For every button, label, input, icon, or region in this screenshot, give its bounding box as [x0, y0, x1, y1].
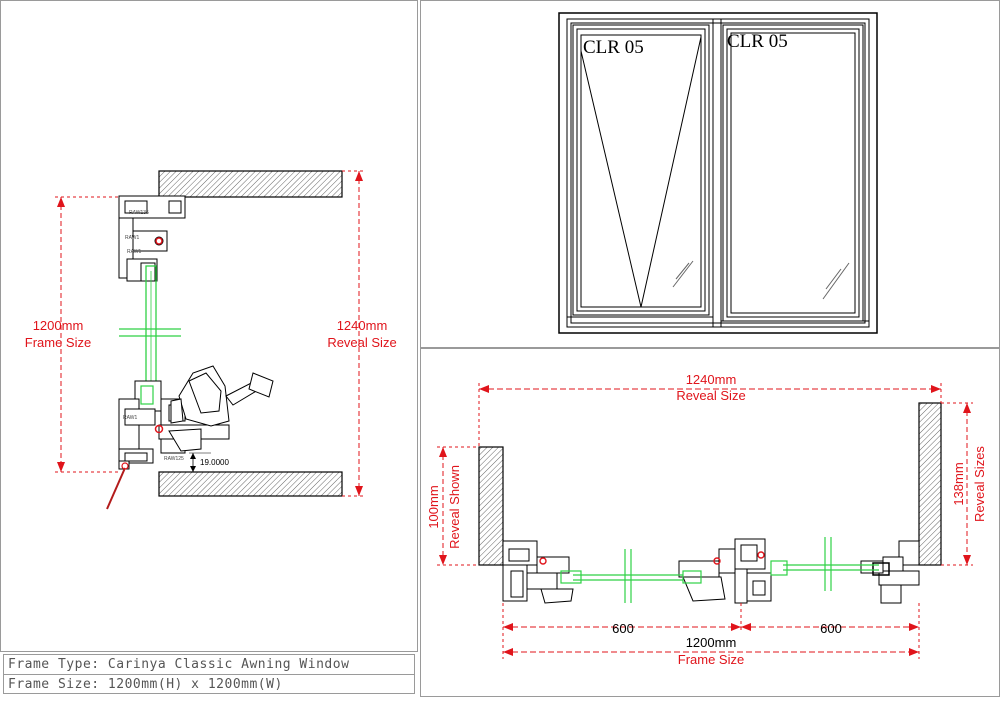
top-parts-text: RAW135 RAW1 RAW1 — [125, 210, 149, 255]
svg-text:RAW1: RAW1 — [125, 235, 139, 241]
frame-type-row: Frame Type: Carinya Classic Awning Windo… — [4, 655, 414, 675]
plan-right-label: Reveal Sizes — [972, 446, 987, 522]
top-frame-profile — [118, 195, 186, 282]
right-sash — [722, 24, 864, 322]
plan-glass — [573, 537, 879, 603]
top-wall — [158, 170, 343, 198]
svg-text:RAW1: RAW1 — [123, 415, 137, 421]
opening-indicator — [580, 36, 702, 308]
outer-frame — [558, 12, 878, 334]
section-panel: RAW135 RAW1 RAW1 RAW1 RAW125 — [0, 0, 418, 652]
plan-bottom-label: Frame Size — [678, 652, 744, 667]
plan-top-value: 1240mm — [686, 372, 737, 387]
center-mullion-profile — [678, 538, 772, 604]
plan-bottom-dim — [503, 648, 919, 656]
right-wall — [918, 402, 942, 566]
frame-dim-value: 1200mm — [33, 318, 84, 333]
svg-text:RAW135: RAW135 — [129, 210, 149, 216]
top-seal — [155, 237, 163, 245]
bottom-wall — [158, 471, 343, 497]
plan-left-label: Reveal Shown — [447, 465, 462, 549]
plan-top-label: Reveal Size — [676, 388, 745, 403]
info-table: Frame Type: Carinya Classic Awning Windo… — [3, 654, 415, 694]
screen-clip — [106, 460, 130, 510]
small-dim: 19.0000 — [189, 452, 229, 472]
plan-right-value: 138mm — [951, 462, 966, 505]
plan-left-value: 100mm — [426, 485, 441, 528]
bottom-seal — [154, 424, 164, 434]
mullion — [712, 18, 722, 328]
left-jamb-profile — [502, 540, 574, 604]
left-sash — [572, 24, 710, 316]
winder-handle — [168, 365, 274, 452]
plan-seg2: 600 — [820, 621, 842, 636]
plan-left-dim — [437, 446, 479, 566]
bottom-parts-text: RAW1 RAW125 — [123, 415, 184, 462]
right-seal — [872, 562, 890, 576]
elevation-panel: CLR 05 CLR 05 — [420, 0, 1000, 348]
right-sash-label: CLR 05 — [727, 31, 788, 52]
plan-bottom-value: 1200mm — [686, 635, 737, 650]
left-wall — [478, 446, 504, 566]
elevation-drawing: CLR 05 CLR 05 — [558, 12, 878, 334]
frame-dim-label: Frame Size — [25, 335, 91, 350]
plan-panel: 1240mm Reveal Size 100mm Reveal Shown 13… — [420, 348, 1000, 697]
reveal-size-dim — [342, 170, 365, 497]
frame-size-dim — [55, 196, 119, 473]
plan-drawing: 1240mm Reveal Size 100mm Reveal Shown 13… — [426, 372, 987, 667]
section-drawing: RAW135 RAW1 RAW1 RAW1 RAW125 — [25, 170, 397, 510]
svg-text:RAW125: RAW125 — [164, 456, 184, 462]
small-dim-text: 19.0000 — [200, 458, 229, 467]
frame-size-row: Frame Size: 1200mm(H) x 1200mm(W) — [8, 677, 283, 692]
reveal-dim-value: 1240mm — [337, 318, 388, 333]
left-sash-label: CLR 05 — [583, 37, 644, 58]
plan-segment-dims — [502, 603, 920, 659]
svg-text:RAW1: RAW1 — [127, 249, 141, 255]
plan-right-dim — [941, 402, 973, 566]
plan-seg1: 600 — [612, 621, 634, 636]
right-jamb-profile — [860, 540, 920, 604]
plan-top-dim — [478, 383, 942, 447]
reveal-dim-label: Reveal Size — [327, 335, 396, 350]
